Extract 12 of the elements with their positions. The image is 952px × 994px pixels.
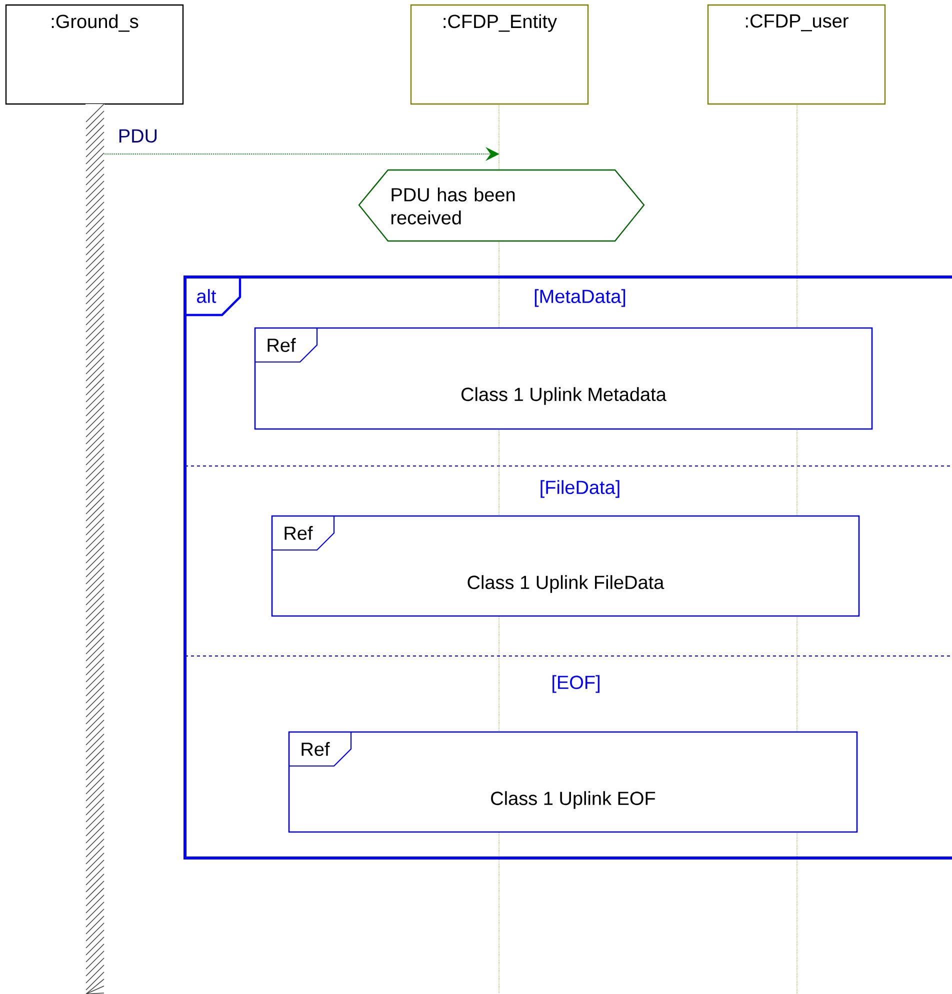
condition-hexagon: PDU has been received [358, 169, 645, 242]
guard-condition: [MetaData] [534, 289, 626, 307]
reference-frame: Ref Class 1 Uplink Metadata [254, 327, 873, 430]
reference-frame: Ref Class 1 Uplink FileData [271, 515, 860, 617]
guard-condition: [EOF] [552, 675, 600, 693]
message-label: PDU [116, 128, 160, 144]
guard-condition: [FileData] [540, 480, 620, 498]
reference-frame: Ref Class 1 Uplink EOF [288, 731, 858, 833]
object-box: :Ground_s [5, 4, 184, 105]
activation-bar [86, 104, 104, 994]
object-box: :CFDP_Entity [410, 4, 589, 162]
object-box: :CFDP_user [707, 4, 886, 105]
